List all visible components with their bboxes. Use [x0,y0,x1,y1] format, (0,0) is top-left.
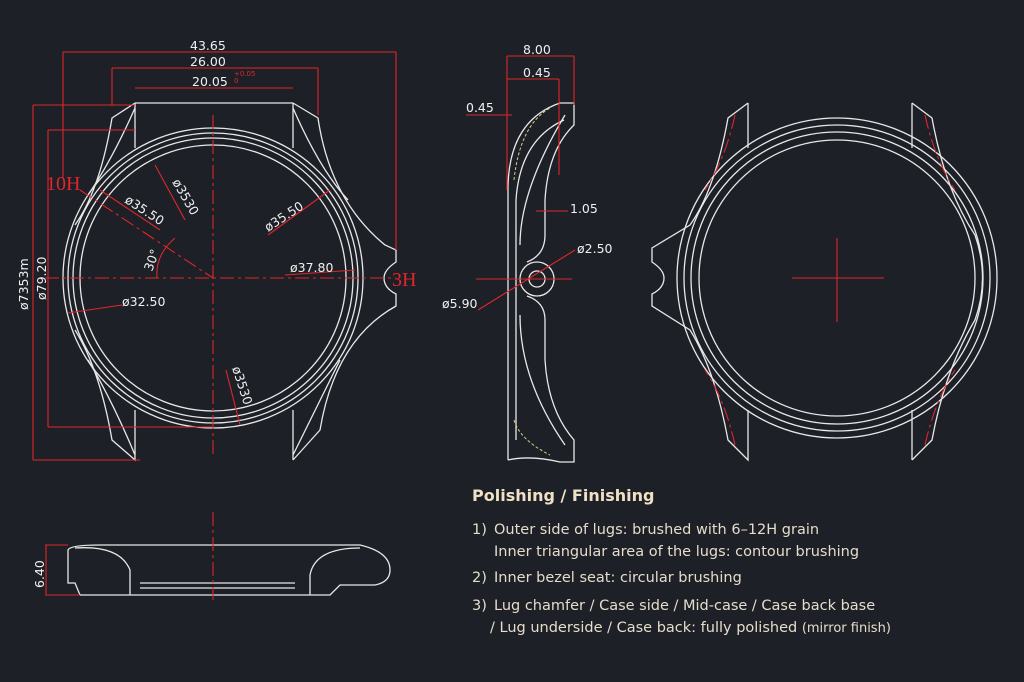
side-view: 8.00 0.45 0.45 1.05 ø2.50 ø5.90 [442,42,613,463]
note-number: 2) [472,570,487,586]
dim-left-thickness: 0.45 [466,100,494,115]
dim-outer-diameter: ø7353m [16,258,31,310]
dim-height-diameter: ø79.20 [34,257,49,300]
notes-title: Polishing / Finishing [472,486,655,505]
side-dimension-lines [466,55,576,311]
dim-d4: ø37.80 [290,260,333,275]
front-view: 43.65 26.00 20.05 ø7353m ø79.20 ø35.50 ø… [16,38,416,462]
note-text: Outer side of lugs: brushed with 6–12H g… [494,522,820,538]
dim-d2: ø3530 [169,176,202,218]
note-continuation: / Lug underside / Case back: fully polis… [472,617,891,640]
note-number: 1) [472,522,487,538]
note-number: 3) [472,598,487,614]
note-item: 2) Inner bezel seat: circular brushing [472,567,891,589]
dim-bottom-height: 6.40 [32,560,47,588]
dim-wall: 1.05 [570,201,598,216]
label-3h: 3H [392,269,416,291]
bottom-view: 6.40 [32,512,391,600]
back-view [651,102,998,462]
note-item: 3) Lug chamfer / Case side / Mid-case / C… [472,595,891,617]
note-item: 1) Outer side of lugs: brushed with 6–12H… [472,519,891,541]
note-continuation-small: (mirror finish) [801,621,891,636]
note-continuation-text: / Lug underside / Case back: fully polis… [490,620,798,636]
label-10h: 10H [46,173,80,195]
finishing-notes: Polishing / Finishing 1) Outer side of lu… [472,486,891,640]
dim-total-thickness: 8.00 [523,42,551,57]
note-text: Inner bezel seat: circular brushing [494,570,742,586]
dimension-lines [32,51,397,461]
dim-angle: 30° [141,247,163,273]
dim-d3: ø35.50 [261,198,306,234]
dim-crown-inner: ø2.50 [577,241,613,256]
dim-crown-outer: ø5.90 [442,296,478,311]
dim-lug-outer-width: 26.00 [190,54,226,69]
note-continuation: Inner triangular area of the lugs: conto… [494,544,860,560]
dim-tolerance: +0.05 0 [234,70,256,85]
dim-lug-inner-width: 20.05 [192,74,228,89]
note-text: Lug chamfer / Case side / Mid-case / Cas… [494,598,876,614]
dim-top-thickness: 0.45 [523,65,551,80]
dim-overall-width: 43.65 [190,38,226,53]
dim-d5: ø32.50 [122,294,165,309]
